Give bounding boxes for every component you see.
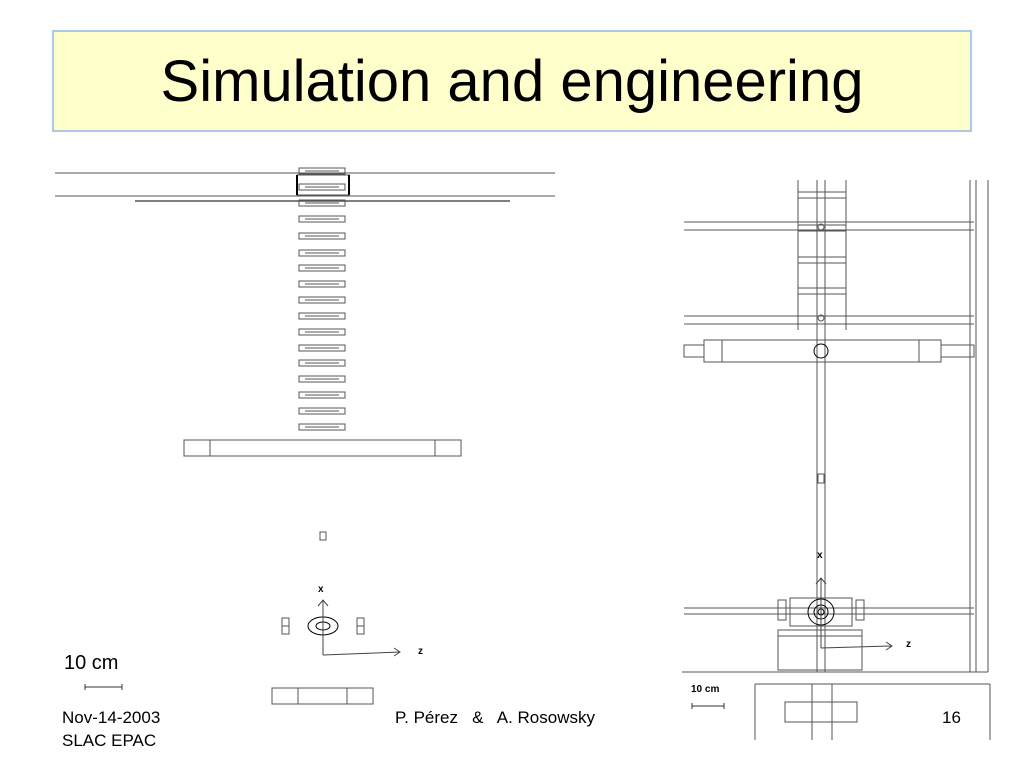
left-axis-z-label: z: [418, 646, 423, 657]
page-number: 16: [942, 708, 961, 727]
footer-date: Nov-14-2003: [62, 708, 161, 727]
ladder-rung: [797, 191, 847, 199]
plate: [298, 264, 346, 272]
plate: [298, 312, 346, 320]
plate: [298, 183, 346, 191]
right-axis-x-label: x: [817, 550, 823, 561]
plate: [298, 199, 346, 207]
plate: [298, 328, 346, 336]
ladder-rung: [797, 287, 847, 295]
ladder-rung: [797, 256, 847, 264]
plate: [298, 232, 346, 240]
plate: [298, 296, 346, 304]
footer-venue: SLAC EPAC: [62, 731, 157, 750]
plate: [298, 249, 346, 257]
plate: [298, 280, 346, 288]
ladder-rungs: [797, 191, 847, 295]
title-box: Simulation and engineering: [52, 30, 972, 132]
plate: [298, 407, 346, 415]
right-axis-z-label: z: [906, 639, 911, 650]
plate: [298, 391, 346, 399]
plate: [298, 359, 346, 367]
right-scale-label: 10 cm: [691, 684, 719, 695]
left-scale-label: 10 cm: [64, 652, 119, 674]
plate: [298, 344, 346, 352]
plate: [298, 215, 346, 223]
slide-title: Simulation and engineering: [160, 48, 864, 114]
plate-stack: [298, 167, 346, 431]
footer-authors: P. Pérez & A. Rosowsky: [395, 708, 595, 727]
plate: [298, 375, 346, 383]
plate: [298, 423, 346, 431]
plate: [298, 167, 346, 175]
left-axis-x-label: x: [318, 584, 324, 595]
ladder-rung: [797, 224, 847, 232]
